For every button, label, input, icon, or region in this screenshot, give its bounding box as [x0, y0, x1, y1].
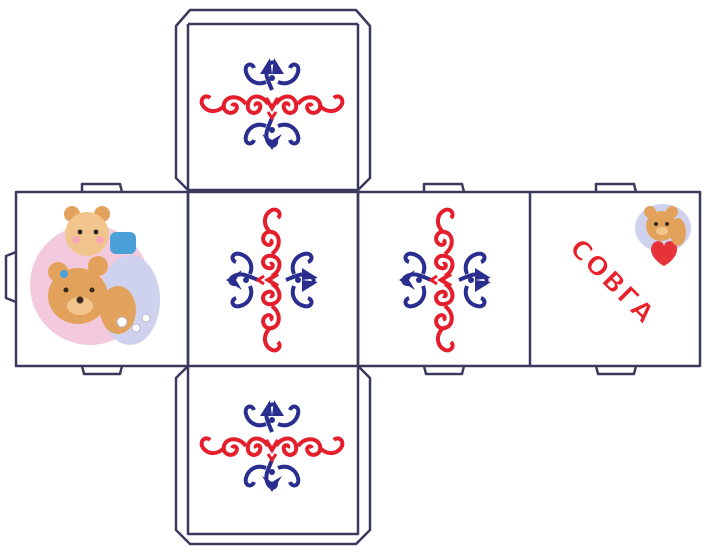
face-label-sovga: СОВГА	[563, 233, 660, 330]
ornament-center-face	[224, 207, 320, 353]
ornament-right-middle-face	[397, 207, 493, 353]
top-face-inner	[186, 22, 360, 190]
tab-left-bottom	[80, 365, 124, 376]
bear-with-heart-illustration	[635, 204, 691, 266]
tab-left-top	[80, 182, 124, 193]
ornament-bottom-face	[199, 398, 345, 494]
two-bears-illustration	[30, 206, 160, 345]
bottom-face-inner	[186, 366, 360, 536]
tab-mid-top	[422, 182, 466, 193]
bottom-face	[174, 365, 372, 546]
far-right-face	[530, 190, 702, 368]
left-tab	[4, 250, 17, 304]
ornament-top-face	[199, 56, 345, 152]
tab-mid-bottom	[422, 365, 466, 376]
tab-right-top	[594, 182, 638, 193]
top-face	[174, 8, 372, 192]
tab-right-bottom	[594, 365, 638, 376]
